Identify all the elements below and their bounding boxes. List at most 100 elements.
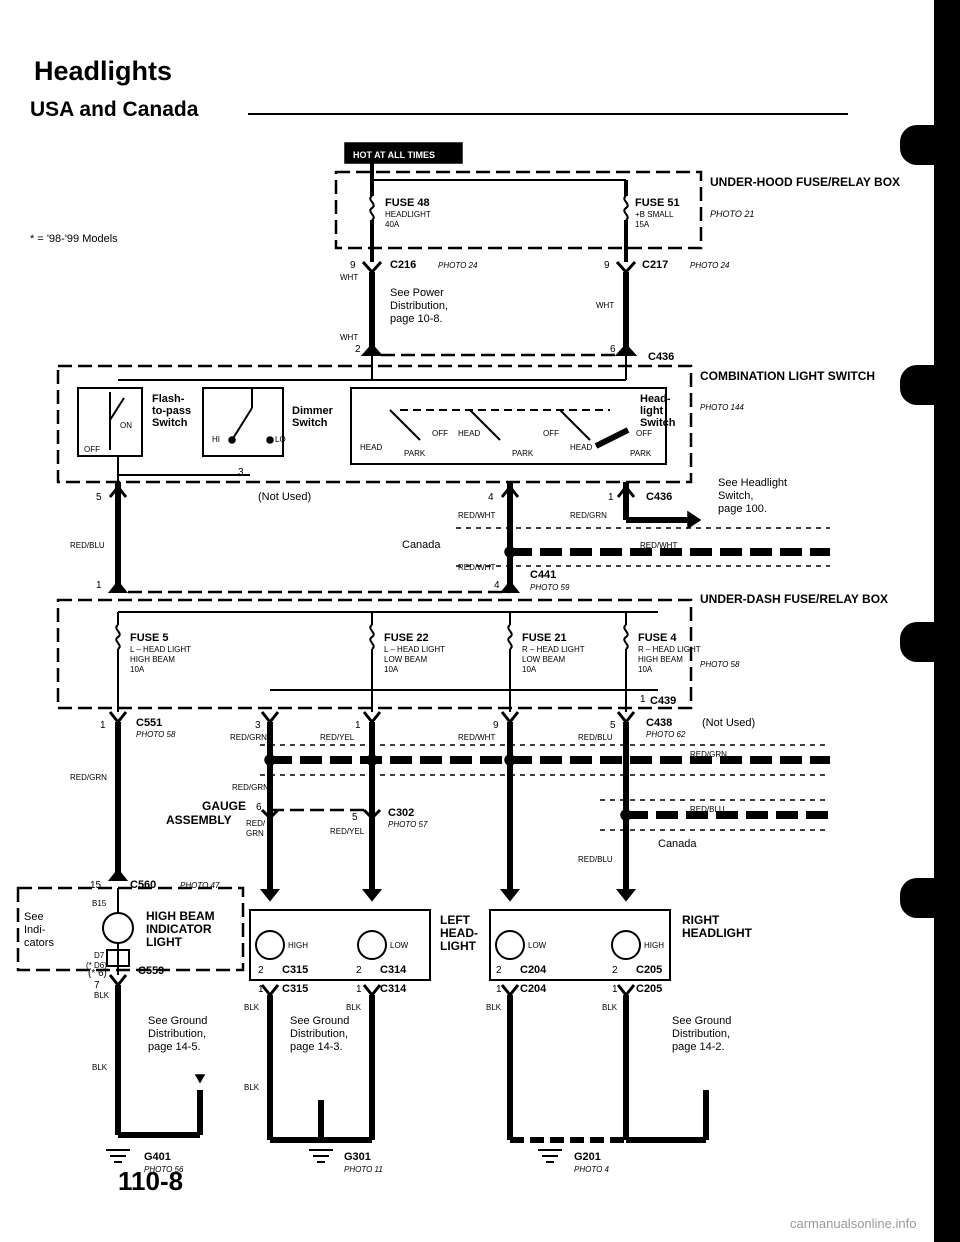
- power-note-3: page 10-8.: [390, 313, 443, 325]
- c441-label: C441: [530, 569, 556, 581]
- wire-red-wht-label-2: RED/WHT: [640, 541, 677, 550]
- ground-note-142-2: Distribution,: [672, 1028, 730, 1040]
- pin-5c: 5: [352, 812, 358, 823]
- pin-15: 15: [90, 880, 102, 891]
- c436-label-2: C436: [646, 491, 672, 503]
- pin-4b: 4: [494, 580, 500, 591]
- wire-blk-label-3: BLK: [244, 1003, 260, 1012]
- c204-label-1: C204: [520, 964, 547, 976]
- c205-label-2: C205: [636, 983, 662, 995]
- c217-photo: PHOTO 24: [690, 261, 730, 270]
- c302-photo: PHOTO 57: [388, 820, 428, 829]
- pin-9a: 9: [350, 260, 356, 271]
- c315-label-1: C315: [282, 964, 308, 976]
- dimmer-label-1: Dimmer: [292, 405, 334, 417]
- ground-note-145-3: page 14-5.: [148, 1041, 201, 1053]
- c216-connector: [361, 260, 383, 275]
- right-high-beam-bulb: [611, 930, 641, 960]
- switch-park-1: PARK: [404, 449, 426, 458]
- indicator-label-2: INDICATOR: [146, 922, 212, 936]
- pin-2b: 2: [258, 965, 264, 976]
- pin-9b: 9: [604, 260, 610, 271]
- underhood-box-photo: PHOTO 21: [710, 209, 754, 219]
- high-beam-indicator-bulb: [102, 912, 134, 944]
- fuse-4-line-1: R – HEAD LIGHT: [638, 645, 701, 654]
- ground-note-142-3: page 14-2.: [672, 1041, 725, 1053]
- wire-red-grn-label-4: RED/GRN: [70, 773, 107, 782]
- combination-switch-photo: PHOTO 144: [700, 403, 744, 412]
- fuse-21-symbol: [507, 624, 513, 650]
- flash-to-pass-switch: [77, 387, 143, 457]
- power-note-2: Distribution,: [390, 300, 448, 312]
- pin-5a: 5: [96, 492, 102, 503]
- c204-label-2: C204: [520, 983, 547, 995]
- pin-1i: 1: [612, 984, 618, 995]
- pin-2d: 2: [496, 965, 502, 976]
- fuse-21-line-2: LOW BEAM: [522, 655, 565, 664]
- flash-label-3: Switch: [152, 417, 188, 429]
- wire-red-yel-label-1: RED/YEL: [320, 733, 355, 742]
- underdash-box-label: UNDER-DASH FUSE/RELAY BOX: [700, 592, 888, 606]
- right-headlight-outline: [489, 909, 671, 981]
- wire-red-wht-label-3: RED/WHT: [458, 563, 495, 572]
- underdash-box-photo: PHOTO 58: [700, 660, 740, 669]
- canada-label-1: Canada: [402, 539, 441, 551]
- combination-switch-outline: [56, 364, 693, 484]
- wire-red-yel-label-2: RED/YEL: [330, 827, 365, 836]
- tab-notch-4: [900, 878, 934, 918]
- g301-photo: PHOTO 11: [344, 1165, 383, 1174]
- right-high-label: HIGH: [644, 941, 664, 950]
- c217-connector: [615, 260, 637, 275]
- pin-3a: 3: [238, 467, 244, 478]
- pin-2a: 2: [355, 344, 361, 355]
- hot-badge-label: HOT AT ALL TIMES: [353, 150, 435, 160]
- pin-5b: 5: [610, 720, 616, 731]
- pin-7: 7: [94, 980, 100, 991]
- pin-1d: 1: [100, 720, 106, 731]
- g201-ground-symbol: [538, 1149, 562, 1163]
- fuse-4-rating: 10A: [638, 665, 653, 674]
- c560-photo: PHOTO 47: [180, 881, 220, 890]
- headlight-switch: [350, 387, 667, 465]
- ground-note-143-2: Distribution,: [290, 1028, 348, 1040]
- fuse-5-line-1: L – HEAD LIGHT: [130, 645, 191, 654]
- switch-off-2: OFF: [543, 429, 559, 438]
- switch-off-3: OFF: [636, 429, 652, 438]
- wire-blk-label-5: BLK: [486, 1003, 502, 1012]
- g201-label: G201: [574, 1151, 601, 1163]
- c551-label: C551: [136, 717, 162, 729]
- pin-1h: 1: [496, 984, 502, 995]
- power-note-1: See Power: [390, 287, 444, 299]
- pin-1g: 1: [356, 984, 362, 995]
- underhood-box-label: UNDER-HOOD FUSE/RELAY BOX: [710, 175, 900, 189]
- switch-head-2: HEAD: [360, 443, 382, 452]
- c439-label: C439: [650, 695, 676, 707]
- fuse-51-symbol: [623, 195, 629, 221]
- c314-label-1: C314: [380, 964, 407, 976]
- left-headlight-label-3: LIGHT: [440, 939, 477, 953]
- tab-notch-3: [900, 622, 934, 662]
- right-headlight-label-1: RIGHT: [682, 913, 720, 927]
- left-headlight-label-1: LEFT: [440, 913, 471, 927]
- wire-blk-label-6: BLK: [602, 1003, 618, 1012]
- wire-wht-label-1: WHT: [340, 273, 358, 282]
- canada-label-2: Canada: [658, 838, 697, 850]
- fuse-51-label: FUSE 51: [635, 197, 680, 209]
- headlight-switch-label-2: light: [640, 405, 664, 417]
- page-edge-tab: [934, 0, 960, 1242]
- pin-6a: 6: [610, 344, 616, 355]
- watermark: carmanualsonline.info: [790, 1216, 917, 1231]
- fuse-21-rating: 10A: [522, 665, 537, 674]
- c560-connector: [107, 868, 129, 881]
- fuse-22-line-1: L – HEAD LIGHT: [384, 645, 445, 654]
- flash-label-2: to-pass: [152, 405, 191, 417]
- wire-red-wht-label-4: RED/WHT: [458, 733, 495, 742]
- c315-label-2: C315: [282, 983, 308, 995]
- wire-red-grn-label-2: RED/GRN: [230, 733, 267, 742]
- c438-connector: [616, 711, 636, 725]
- page-subtitle: USA and Canada: [30, 98, 199, 121]
- fuse-22-symbol: [369, 624, 375, 650]
- g401-ground-symbol: [106, 1149, 130, 1163]
- right-low-beam-bulb: [495, 930, 525, 960]
- c217-label: C217: [642, 259, 668, 271]
